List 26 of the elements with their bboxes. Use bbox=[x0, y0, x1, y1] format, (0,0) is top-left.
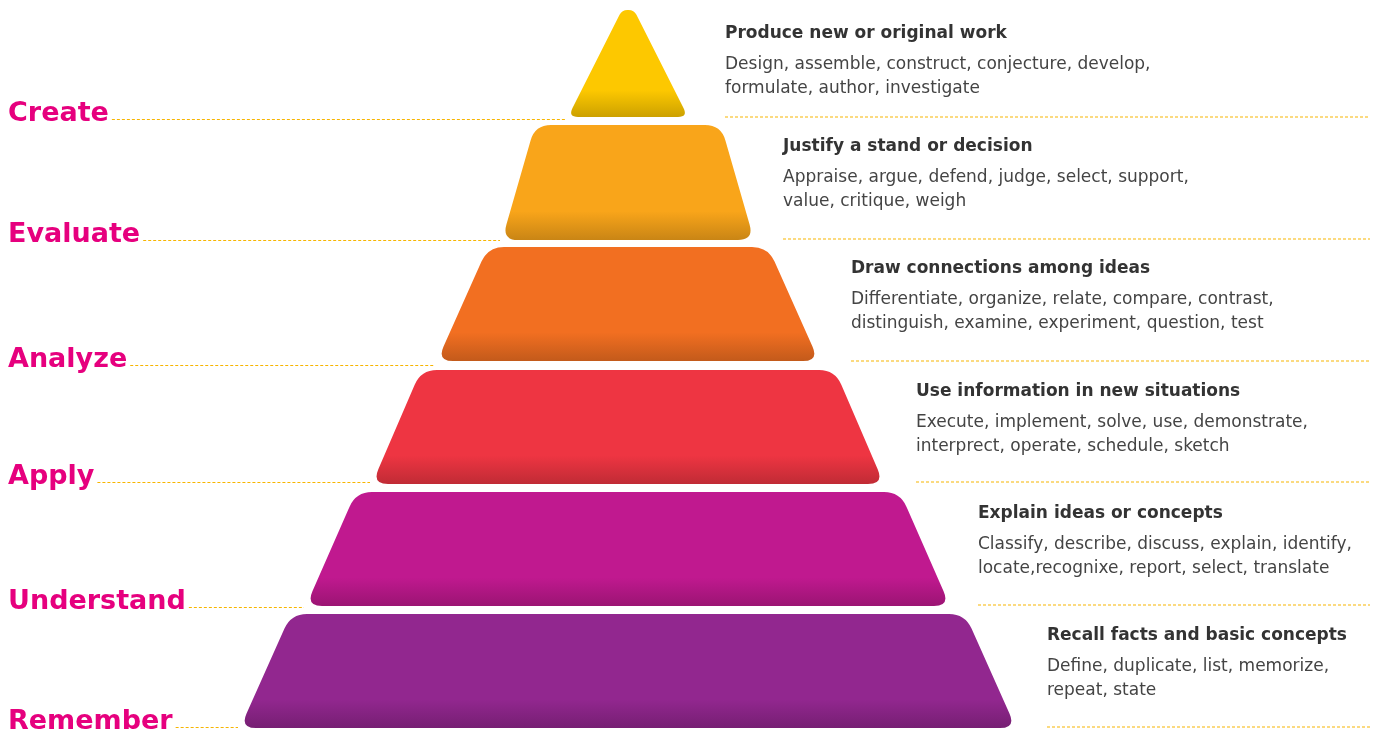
level-heading: Use information in new situations bbox=[916, 380, 1241, 401]
pyramid-top bbox=[568, 10, 688, 117]
pyramid-layer bbox=[502, 125, 754, 240]
level-description: Design, assemble, construct, conjecture, develop, formulate, author, investigate bbox=[725, 52, 1152, 99]
level-label: Remember bbox=[8, 706, 173, 733]
leader-line bbox=[188, 607, 305, 608]
leader-line bbox=[142, 240, 501, 241]
leader-line bbox=[96, 482, 371, 483]
level-heading: Draw connections among ideas bbox=[851, 257, 1151, 278]
level-label: Analyze bbox=[8, 344, 128, 371]
level-description: Differentiate, organize, relate, compare, contrast, distinguish, examine, experiment, question, test bbox=[851, 287, 1275, 334]
level-label: Apply bbox=[8, 461, 95, 488]
level-description: Execute, implement, solve, use, demonstrate, interprect, operate, schedule, sketch bbox=[916, 410, 1309, 457]
level-heading: Recall facts and basic concepts bbox=[1047, 624, 1347, 645]
level-description: Classify, describe, discuss, explain, identify, locate,recognixe, report, select, translate bbox=[978, 532, 1353, 579]
level-heading: Produce new or original work bbox=[725, 22, 1007, 43]
level-description: Appraise, argue, defend, judge, select, support, value, critique, weigh bbox=[783, 165, 1190, 212]
level-description: Define, duplicate, list, memorize, repeat, state bbox=[1047, 654, 1331, 701]
level-label: Create bbox=[8, 98, 109, 125]
level-label: Understand bbox=[8, 586, 186, 613]
level-heading: Justify a stand or decision bbox=[783, 135, 1033, 156]
leader-line bbox=[175, 727, 239, 728]
leader-line bbox=[111, 119, 567, 120]
level-label: Evaluate bbox=[8, 219, 141, 246]
level-heading: Explain ideas or concepts bbox=[978, 502, 1223, 523]
leader-line bbox=[129, 365, 436, 366]
